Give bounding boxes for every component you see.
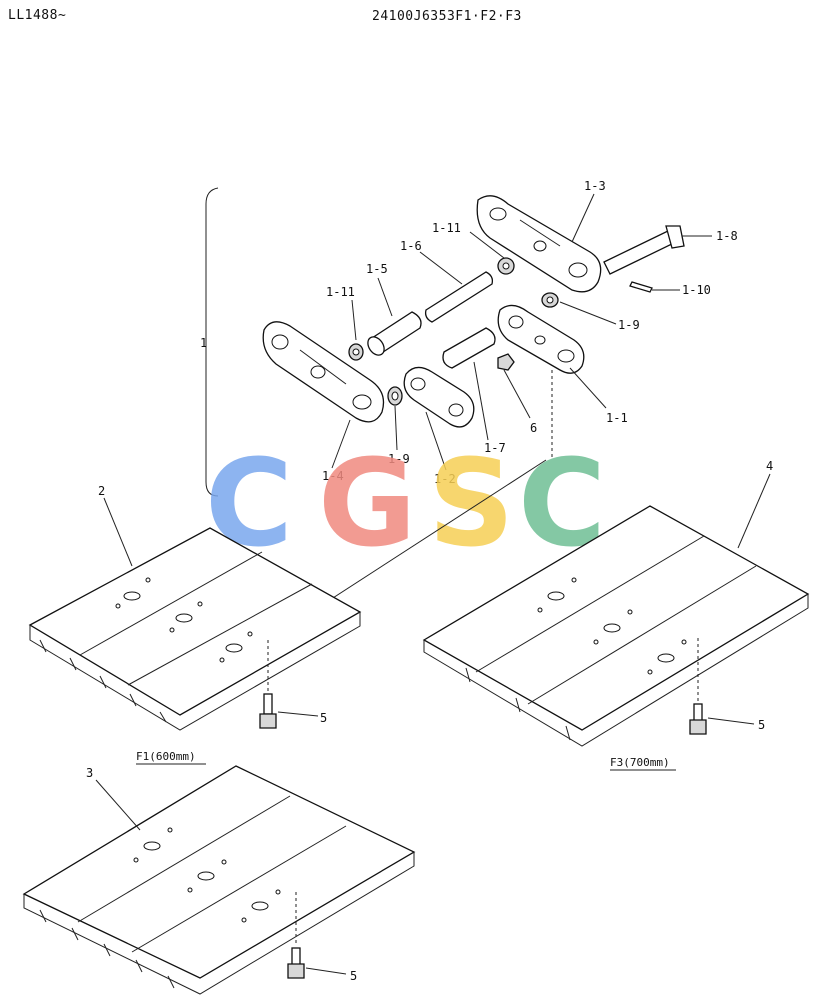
watermark: C G S C [205,435,606,574]
assembly-bracket [205,187,219,497]
callout-1-11-b: 1-11 [326,285,355,299]
callout-1-7: 1-7 [484,441,506,455]
callout-1-4: 1-4 [322,469,344,483]
bushing-1-7 [442,327,496,369]
track-shoe-4 [422,505,810,747]
callout-1-5: 1-5 [366,262,388,276]
part-number: 24100J6353F1·F2·F3 [372,9,522,24]
callout-1-11-a: 1-11 [432,221,461,235]
callout-5-c: 5 [350,969,357,983]
callout-5-b: 5 [758,718,765,732]
track-link-1-4 [262,321,385,423]
master-pin-1-8 [603,225,685,275]
pin-1-6 [424,271,494,323]
watermark-letter-3: S [428,435,514,574]
track-shoe-3 [22,765,416,995]
callout-1-8: 1-8 [716,229,738,243]
caption-f1: F1(600mm) [136,750,196,763]
watermark-letter-2: G [318,435,417,574]
callout-3: 3 [86,766,93,780]
model-code: LL1488~ [8,8,66,23]
bushing-1-5 [367,311,422,356]
track-link-1-1 [497,304,585,374]
track-link-1-3 [476,195,602,293]
callout-5-a: 5 [320,711,327,725]
track-shoe-2 [28,527,362,731]
track-link-1-2 [403,366,475,428]
bolt-5-c [287,892,305,979]
leader-3 [95,779,141,831]
callout-6: 6 [530,421,537,435]
callout-1-1: 1-1 [606,411,628,425]
callout-1-6: 1-6 [400,239,422,253]
bolt-5-b [689,638,707,735]
caption-f3: F3(700mm) [610,756,670,769]
callout-1-10: 1-10 [682,283,711,297]
callout-4: 4 [766,459,773,473]
cotter-1-10 [629,281,653,293]
leader-4 [737,473,771,549]
callout-1-2: 1-2 [434,472,456,486]
callout-1: 1 [200,336,207,350]
callout-1-9-b: 1-9 [388,452,410,466]
callout-2: 2 [98,484,105,498]
nut-6 [497,353,515,371]
callout-1-3: 1-3 [584,179,606,193]
bolt-5-a [259,640,277,729]
callout-1-9-a: 1-9 [618,318,640,332]
leader-2 [103,497,133,567]
